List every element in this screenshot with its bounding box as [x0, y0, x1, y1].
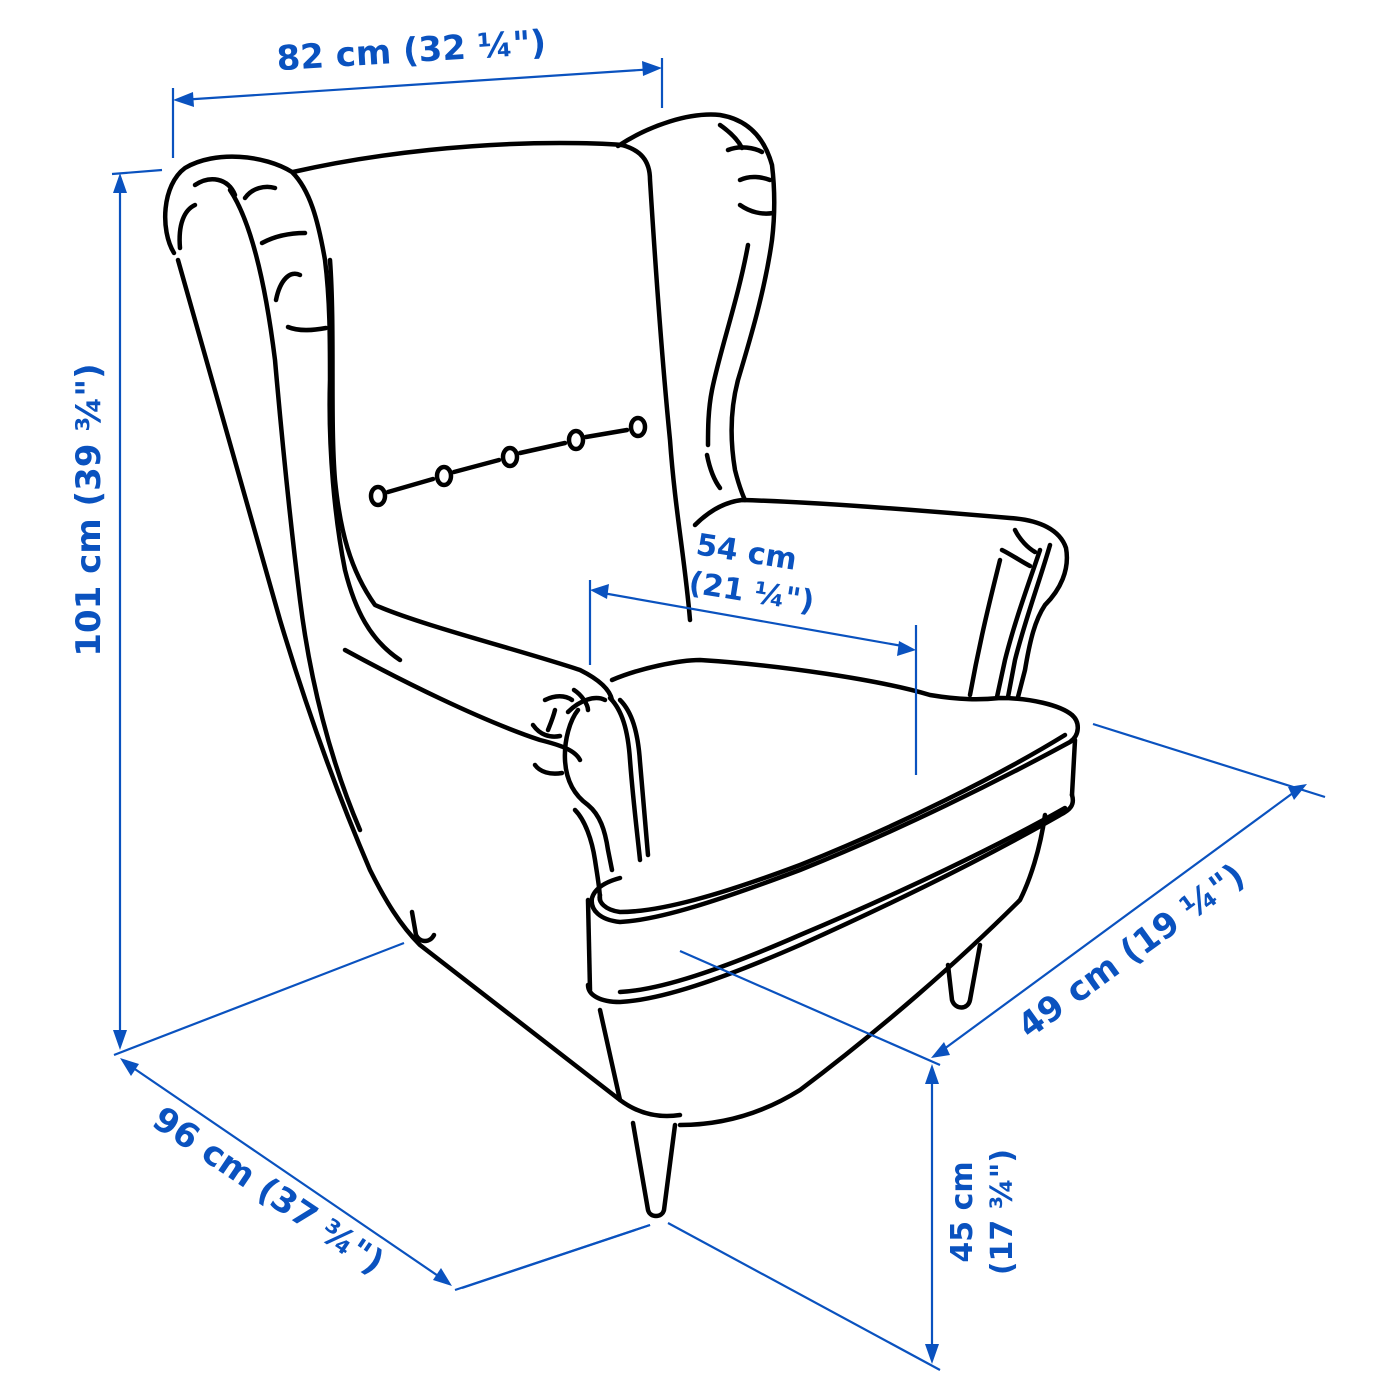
right-armrest-front-line-3: [1005, 542, 1053, 700]
dimension-lines: [111, 58, 1326, 1371]
tuft-seam-2: [451, 457, 502, 475]
right-wing-fold-5: [704, 452, 723, 491]
height-label: 101 cm (39 ¾"): [69, 363, 109, 656]
tuft-button-3: [500, 445, 520, 469]
right-wing-fold-1: [717, 122, 745, 151]
seat-lower-piping: [585, 792, 1076, 1005]
depth-arrow-front: [433, 1268, 452, 1286]
left-armrest-outer-2: [617, 697, 651, 858]
height-arrow-bottom: [113, 1030, 127, 1050]
base-right-side: [677, 812, 1048, 1128]
seat-height-label-imperial: (17 ¾"): [985, 1149, 1020, 1275]
right-wing-inner-line: [705, 242, 751, 448]
tuft-button-2: [434, 464, 454, 488]
seat-front-right-edge: [1069, 737, 1078, 798]
left-wing-fold-3: [177, 202, 198, 251]
left-wing-inner-line: [227, 187, 363, 833]
left-armrest-fold-2: [545, 707, 558, 733]
seat-depth-extension-front: [679, 949, 941, 1067]
front-right-leg: [945, 942, 983, 1010]
left-armrest-scroll: [562, 707, 615, 873]
backrest-inner-left: [327, 257, 615, 703]
seat-depth-arrow-back: [1288, 784, 1307, 800]
seat-depth-label: 49 cm (19 ¼"): [1011, 856, 1253, 1047]
seat-height-extension-floor: [667, 1222, 941, 1371]
seat-front-piping-top: [589, 712, 1080, 925]
seat-lower-piping-inner: [617, 805, 1068, 995]
left-wing-fold-2: [242, 184, 278, 201]
right-armrest-front-line-2: [994, 547, 1043, 700]
right-armrest-front-line-1: [967, 557, 1003, 698]
seat-width-arrow-left: [590, 584, 609, 599]
depth-arrow-back: [120, 1058, 139, 1076]
right-armrest-top: [692, 497, 1070, 700]
left-wing-fold-6: [285, 324, 329, 333]
seat-depth-arrow-front: [931, 1042, 950, 1058]
back-left-leg: [409, 909, 437, 944]
width-arrow-right: [642, 61, 662, 76]
seat-front-face: [585, 897, 593, 993]
depth-extension-back: [113, 941, 405, 1057]
right-armrest-fold-1: [999, 547, 1033, 569]
backrest-top-edge: [290, 140, 625, 175]
left-wing-fold-5: [273, 271, 303, 303]
tuft-button-4: [566, 428, 586, 452]
tuft-seam-4: [583, 427, 630, 440]
seat-width-dimension-line: [596, 590, 909, 649]
depth-dimension-line: [125, 1062, 448, 1283]
front-left-leg: [630, 1120, 678, 1219]
left-armrest-scroll-top: [565, 695, 608, 715]
seat-depth-extension-back: [1092, 722, 1326, 799]
depth-label: 96 cm (37 ¾"): [145, 1099, 391, 1283]
seat-back-edge: [609, 657, 1075, 718]
left-wing-outline: [163, 154, 403, 663]
right-armrest-fold-2: [1012, 527, 1038, 555]
base-front-edge: [597, 1007, 623, 1103]
floor-line-left: [461, 1223, 651, 1290]
left-armrest-fold-4: [532, 762, 565, 776]
width-dimension-line: [179, 67, 656, 102]
tuft-button-1: [368, 484, 388, 508]
left-wing-fold-1: [192, 177, 238, 198]
height-extension-top: [111, 168, 163, 176]
width-arrow-left: [173, 92, 194, 107]
right-wing-fold-2: [725, 145, 765, 155]
dimension-labels: 82 cm (32 ¼") 101 cm (39 ¾") 54 cm (21 ¼…: [69, 23, 1252, 1283]
right-wing-fold-3: [737, 174, 773, 183]
left-armrest-lower: [572, 807, 603, 903]
backrest-right-edge: [619, 142, 693, 623]
height-arrow-top: [113, 173, 127, 193]
tuft-button-5: [628, 415, 648, 439]
left-armrest-fold-5: [571, 687, 591, 713]
seat-width-arrow-right: [897, 641, 916, 656]
wingback-chair-drawing: [163, 112, 1080, 1219]
width-label: 82 cm (32 ¼"): [275, 23, 547, 79]
seat-height-label-metric: 45 cm: [945, 1161, 980, 1262]
left-armrest-side: [342, 647, 583, 763]
seat-depth-dimension-line: [939, 789, 1298, 1053]
seat-height-arrow-top: [925, 1064, 939, 1084]
left-armrest-fold-3: [530, 722, 563, 739]
seat-height-arrow-bottom: [925, 1344, 939, 1364]
left-armrest-outer: [607, 695, 643, 863]
tuft-seam-3: [517, 440, 568, 456]
seat-front-piping-inner: [597, 732, 1068, 915]
right-wing-outline: [615, 112, 777, 503]
left-armrest-fold-1: [542, 694, 575, 703]
left-wing-fold-4: [259, 230, 308, 246]
right-wing-fold-4: [737, 202, 776, 216]
tuft-seam-1: [385, 476, 436, 495]
